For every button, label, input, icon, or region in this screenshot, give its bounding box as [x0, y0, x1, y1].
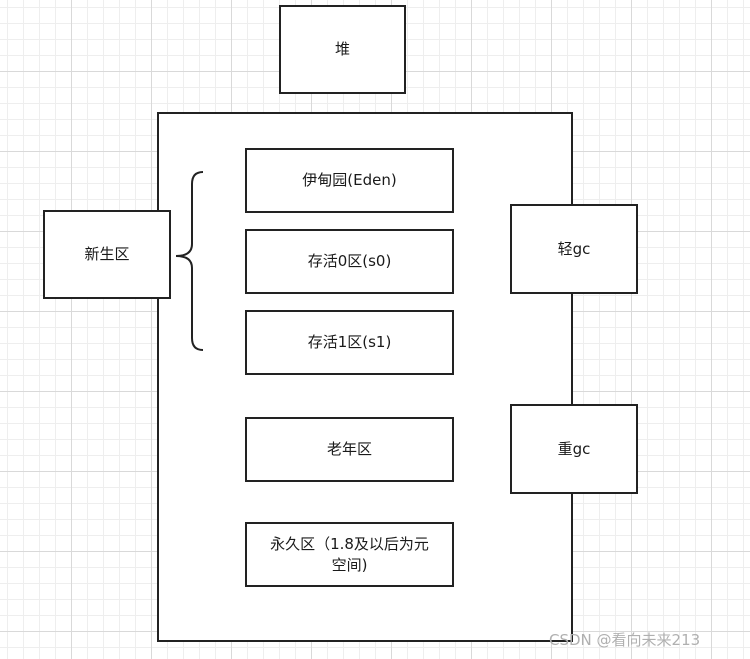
- eden-box: 伊甸园(Eden): [245, 148, 454, 213]
- survivor-0-box: 存活0区(s0): [245, 229, 454, 294]
- old-generation-box: 老年区: [245, 417, 454, 482]
- csdn-watermark: CSDN @看向未来213: [549, 631, 701, 649]
- minor-gc-box: 轻gc: [510, 204, 638, 294]
- survivor-1-box: 存活1区(s1): [245, 310, 454, 375]
- young-generation-brace: [175, 171, 204, 351]
- young-generation-box: 新生区: [43, 210, 171, 299]
- permanent-generation-box: 永久区（1.8及以后为元 空间): [245, 522, 454, 587]
- heap-box: 堆: [279, 5, 406, 94]
- major-gc-box: 重gc: [510, 404, 638, 494]
